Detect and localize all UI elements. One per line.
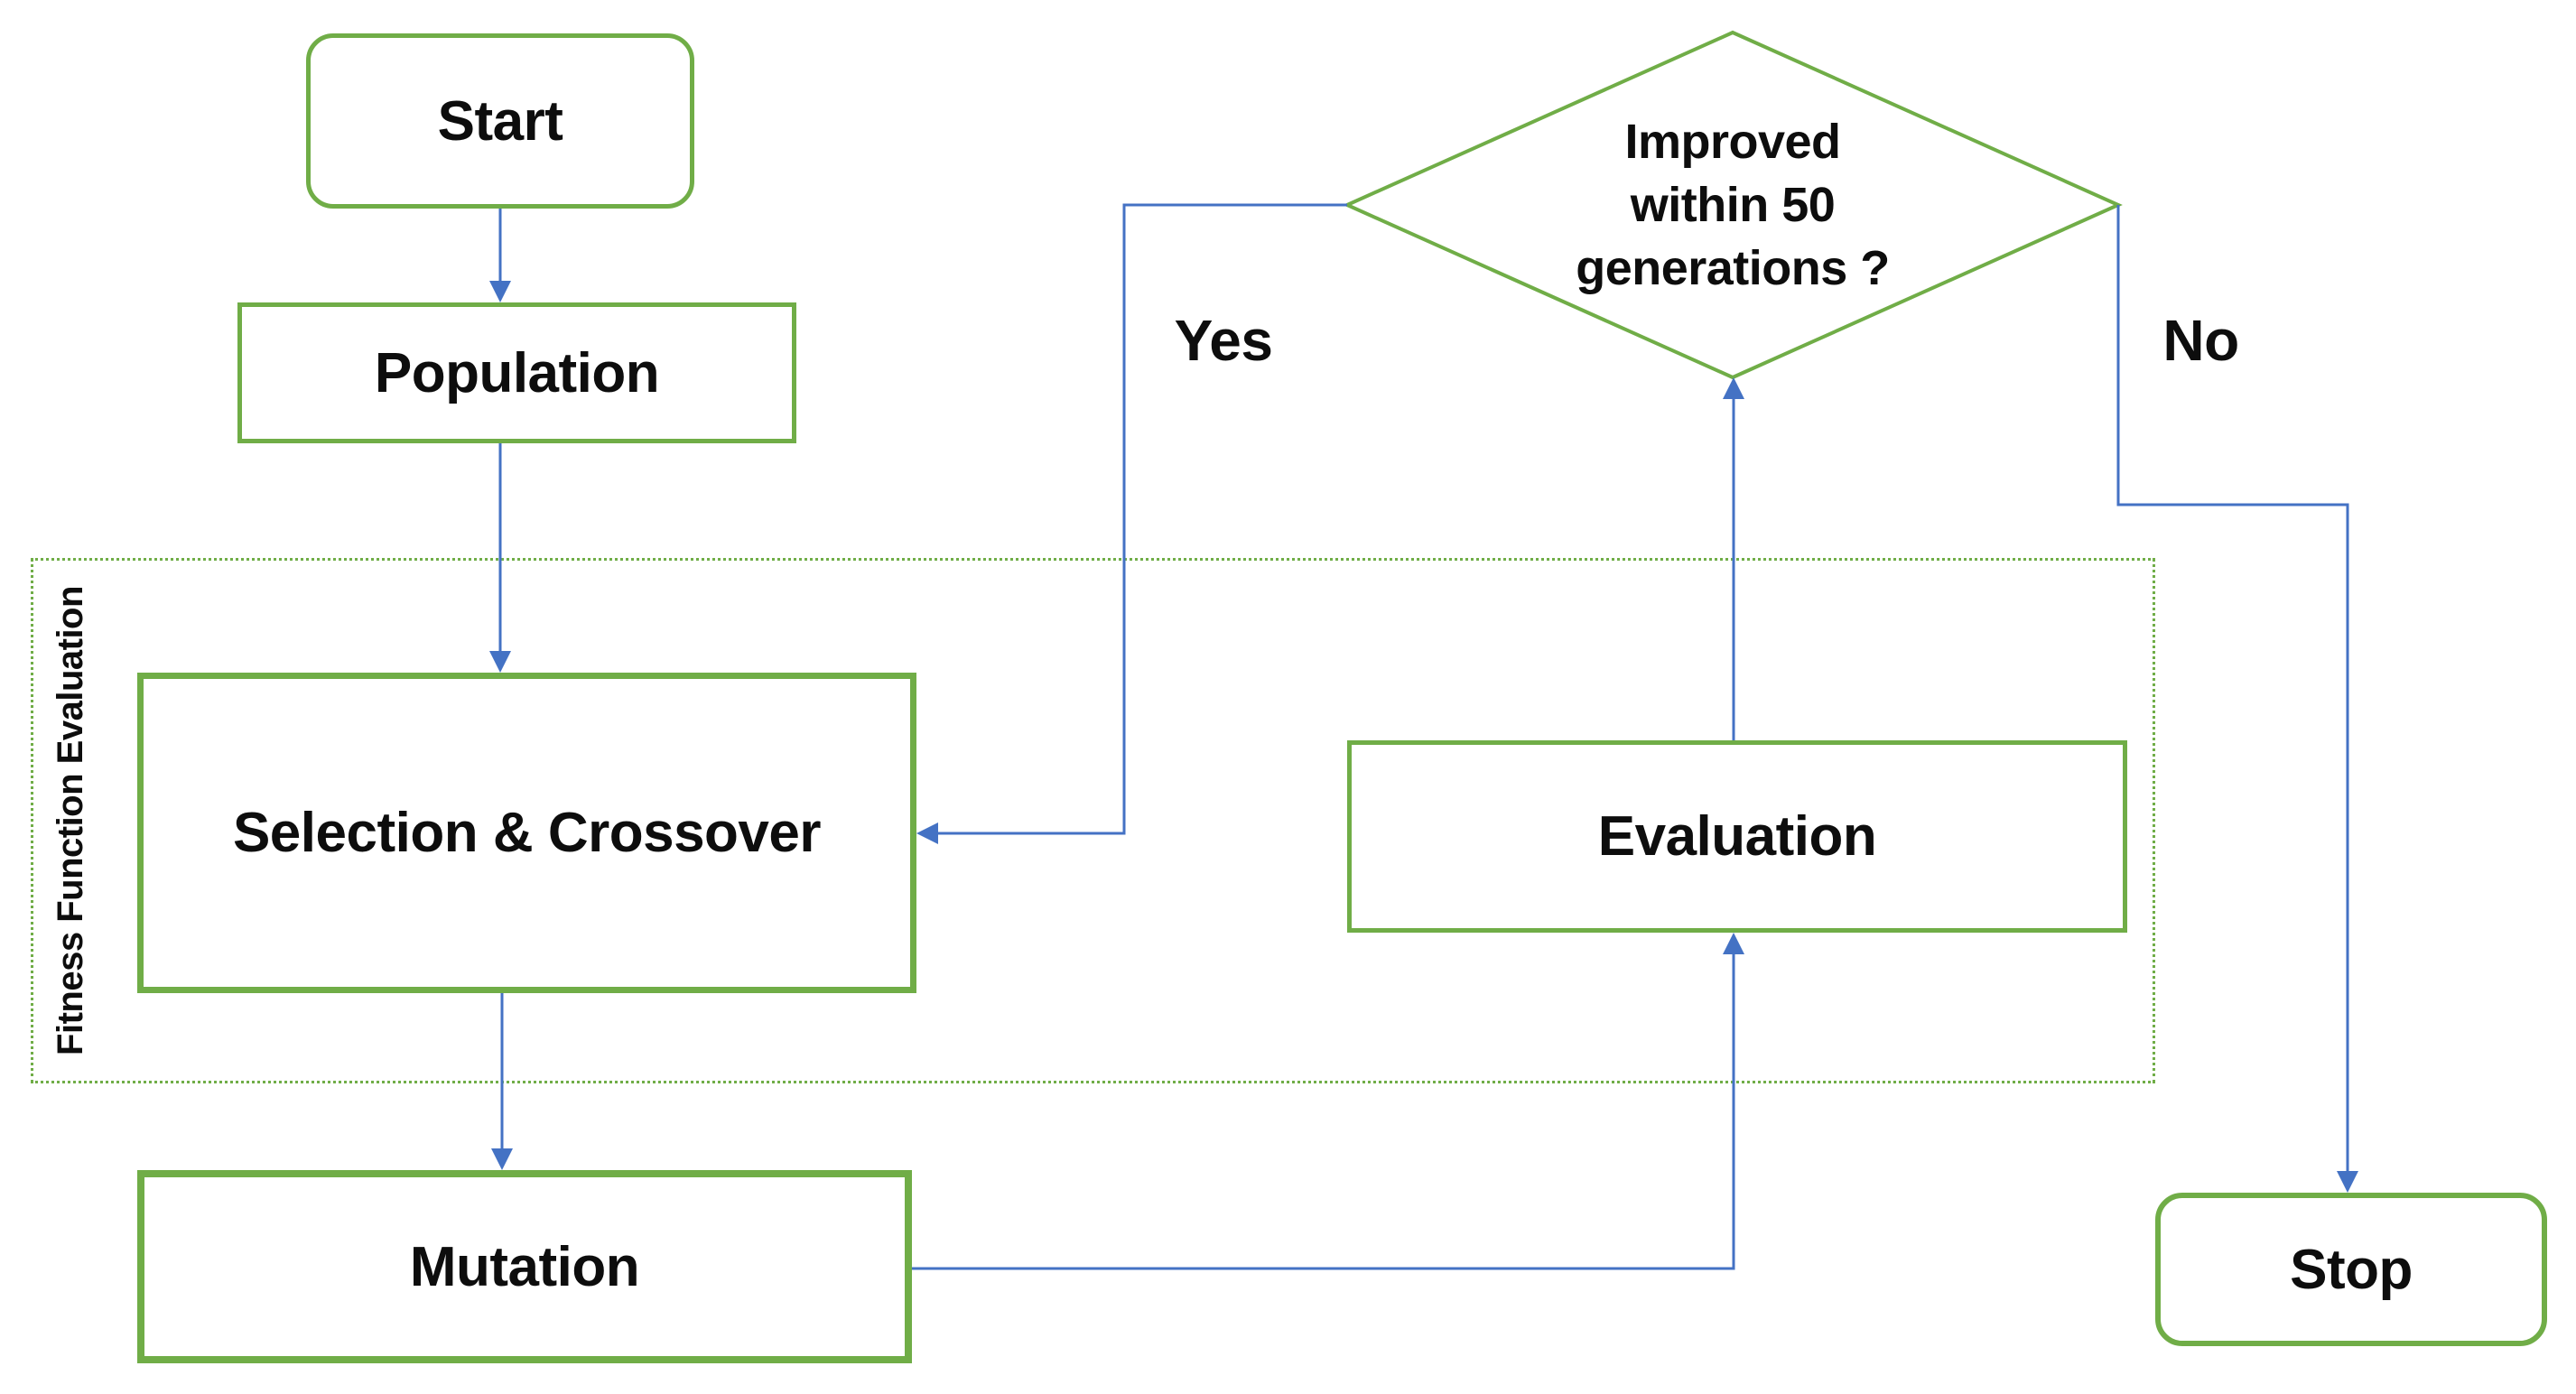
decision-node-label: Improved within 50 generations ? xyxy=(1462,101,2004,309)
population-node: Population xyxy=(237,302,796,443)
mutation-node-label: Mutation xyxy=(409,1235,640,1298)
edge-mutation-to-evaluation xyxy=(912,933,1744,1270)
evaluation-node: Evaluation xyxy=(1347,740,2127,933)
stop-node-label: Stop xyxy=(2290,1238,2413,1301)
yes-branch-label: Yes xyxy=(1174,308,1273,373)
evaluation-node-label: Evaluation xyxy=(1597,805,1877,868)
decision-label-line-1: Improved xyxy=(1624,115,1841,169)
selection-crossover-node: Selection & Crossover xyxy=(137,673,916,993)
no-branch-label: No xyxy=(2162,308,2239,373)
edge-decision-no-to-stop xyxy=(2116,205,2358,1193)
mutation-node: Mutation xyxy=(137,1170,912,1363)
decision-label-line-2: within 50 xyxy=(1630,178,1836,232)
start-node-label: Start xyxy=(437,89,563,153)
stop-node: Stop xyxy=(2155,1193,2547,1346)
selection-crossover-node-label: Selection & Crossover xyxy=(232,802,822,864)
decision-label-line-3: generations ? xyxy=(1576,241,1890,295)
start-node: Start xyxy=(306,33,694,209)
fitness-evaluation-group xyxy=(31,558,2155,1083)
edge-decision-yes-to-selection xyxy=(916,203,1347,844)
population-node-label: Population xyxy=(374,341,660,404)
